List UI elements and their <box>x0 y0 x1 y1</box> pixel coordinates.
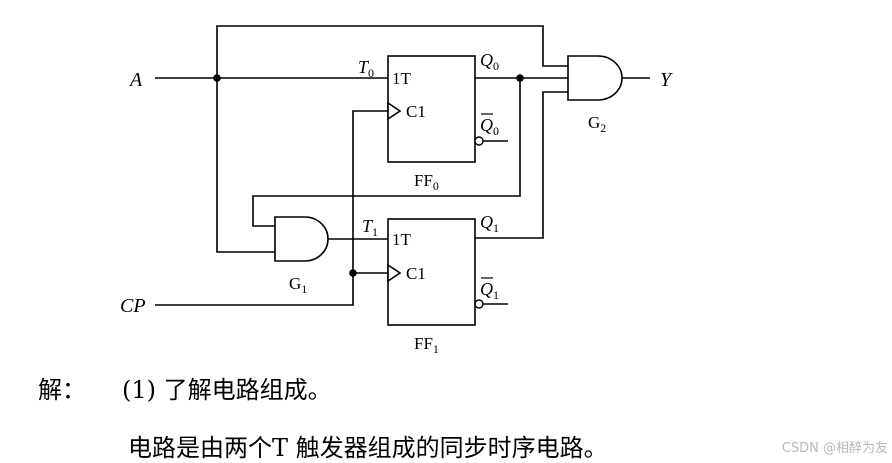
watermark: CSDN @相醉为友 <box>781 441 888 456</box>
wire-q0-to-g1 <box>252 78 521 227</box>
input-a-label: A <box>128 69 143 91</box>
ff1-qbar-label: Q1 <box>480 279 499 302</box>
g1-label: G1 <box>289 274 307 296</box>
junction-q0 <box>516 74 524 82</box>
ff0-box <box>387 55 476 163</box>
solution-step: (1) 了解电路组成。 <box>122 376 332 404</box>
wire-q1-to-g2 <box>475 91 568 239</box>
junction-a <box>213 74 221 82</box>
output-y-label: Y <box>660 69 673 91</box>
g2-label: G2 <box>588 113 606 135</box>
ff0-name: FF0 <box>414 171 439 193</box>
ff0-t-label: T0 <box>358 57 374 80</box>
ff0-t-pin: 1T <box>392 69 412 88</box>
ff1-clock-triangle <box>387 263 402 283</box>
input-cp-label: CP <box>120 295 146 317</box>
ff1-qbar-bubble <box>474 299 484 309</box>
wire-a-to-g1 <box>216 78 275 253</box>
ff0-qbar-bubble <box>474 136 484 146</box>
g1-and-gate <box>274 216 329 262</box>
ff1-name: FF1 <box>414 334 439 356</box>
ff0-c-pin: C1 <box>406 102 426 121</box>
ff0-q-label: Q0 <box>480 50 499 73</box>
ff1-c-pin: C1 <box>406 264 426 283</box>
solution-text: 电路是由两个T 触发器组成的同步时序电路。 <box>128 434 608 462</box>
junction-cp <box>349 269 357 277</box>
ff1-t-label: T1 <box>362 216 378 239</box>
ff0-qbar-label: Q0 <box>480 115 499 138</box>
ff1-q-label: Q1 <box>480 212 499 235</box>
ff0-clock-triangle <box>387 101 402 121</box>
ff1-t-pin: 1T <box>392 230 412 249</box>
solution-label: 解： <box>38 376 86 404</box>
wire-a-to-g2 <box>216 25 568 78</box>
g2-and-gate <box>567 55 623 101</box>
logic-circuit-diagram: 1T C1 T0 Q0 Q0 FF0 1T C1 T1 Q1 Q1 FF1 G2… <box>120 25 673 356</box>
wire-cp <box>155 110 388 306</box>
